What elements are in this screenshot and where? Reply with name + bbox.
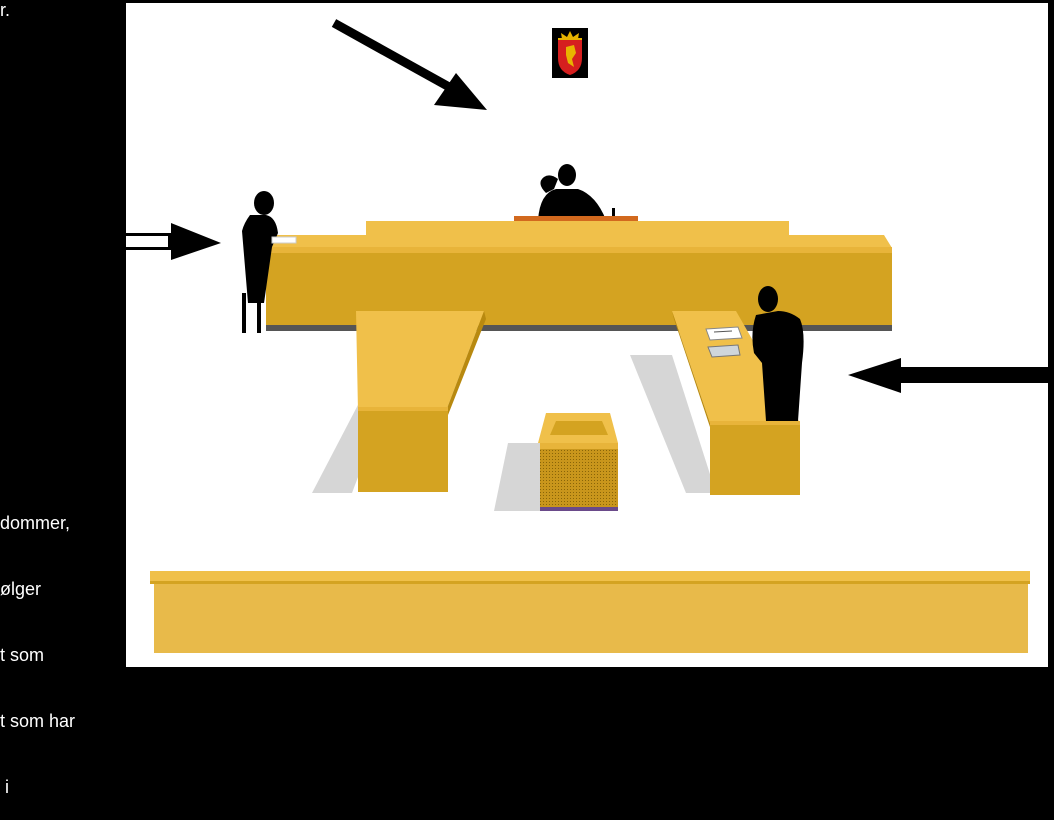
front-barrier bbox=[150, 571, 1030, 653]
caption-line: ølger bbox=[0, 578, 124, 600]
norwegian-coat-of-arms-icon bbox=[552, 28, 588, 78]
witness-box bbox=[538, 413, 618, 511]
witness-box-shadow bbox=[494, 443, 540, 511]
caption-line: i bbox=[0, 776, 124, 798]
judge-silhouette bbox=[538, 164, 615, 220]
clerk-papers bbox=[272, 237, 296, 243]
left-text-fragment-top: r. bbox=[0, 0, 10, 20]
courtroom-scene bbox=[126, 3, 1048, 667]
caption-line: dommer, bbox=[0, 512, 124, 534]
arrow-icon-right bbox=[848, 358, 1048, 393]
caption-line: t som har bbox=[0, 710, 124, 732]
courtroom-panel bbox=[126, 3, 1048, 667]
caption-line: t som bbox=[0, 644, 124, 666]
bench-left bbox=[356, 311, 486, 492]
left-caption-fragment: dommer, ølger t som t som har i bbox=[0, 468, 124, 820]
arrow-icon-top bbox=[334, 23, 487, 110]
arrow-icon-left bbox=[126, 223, 221, 260]
